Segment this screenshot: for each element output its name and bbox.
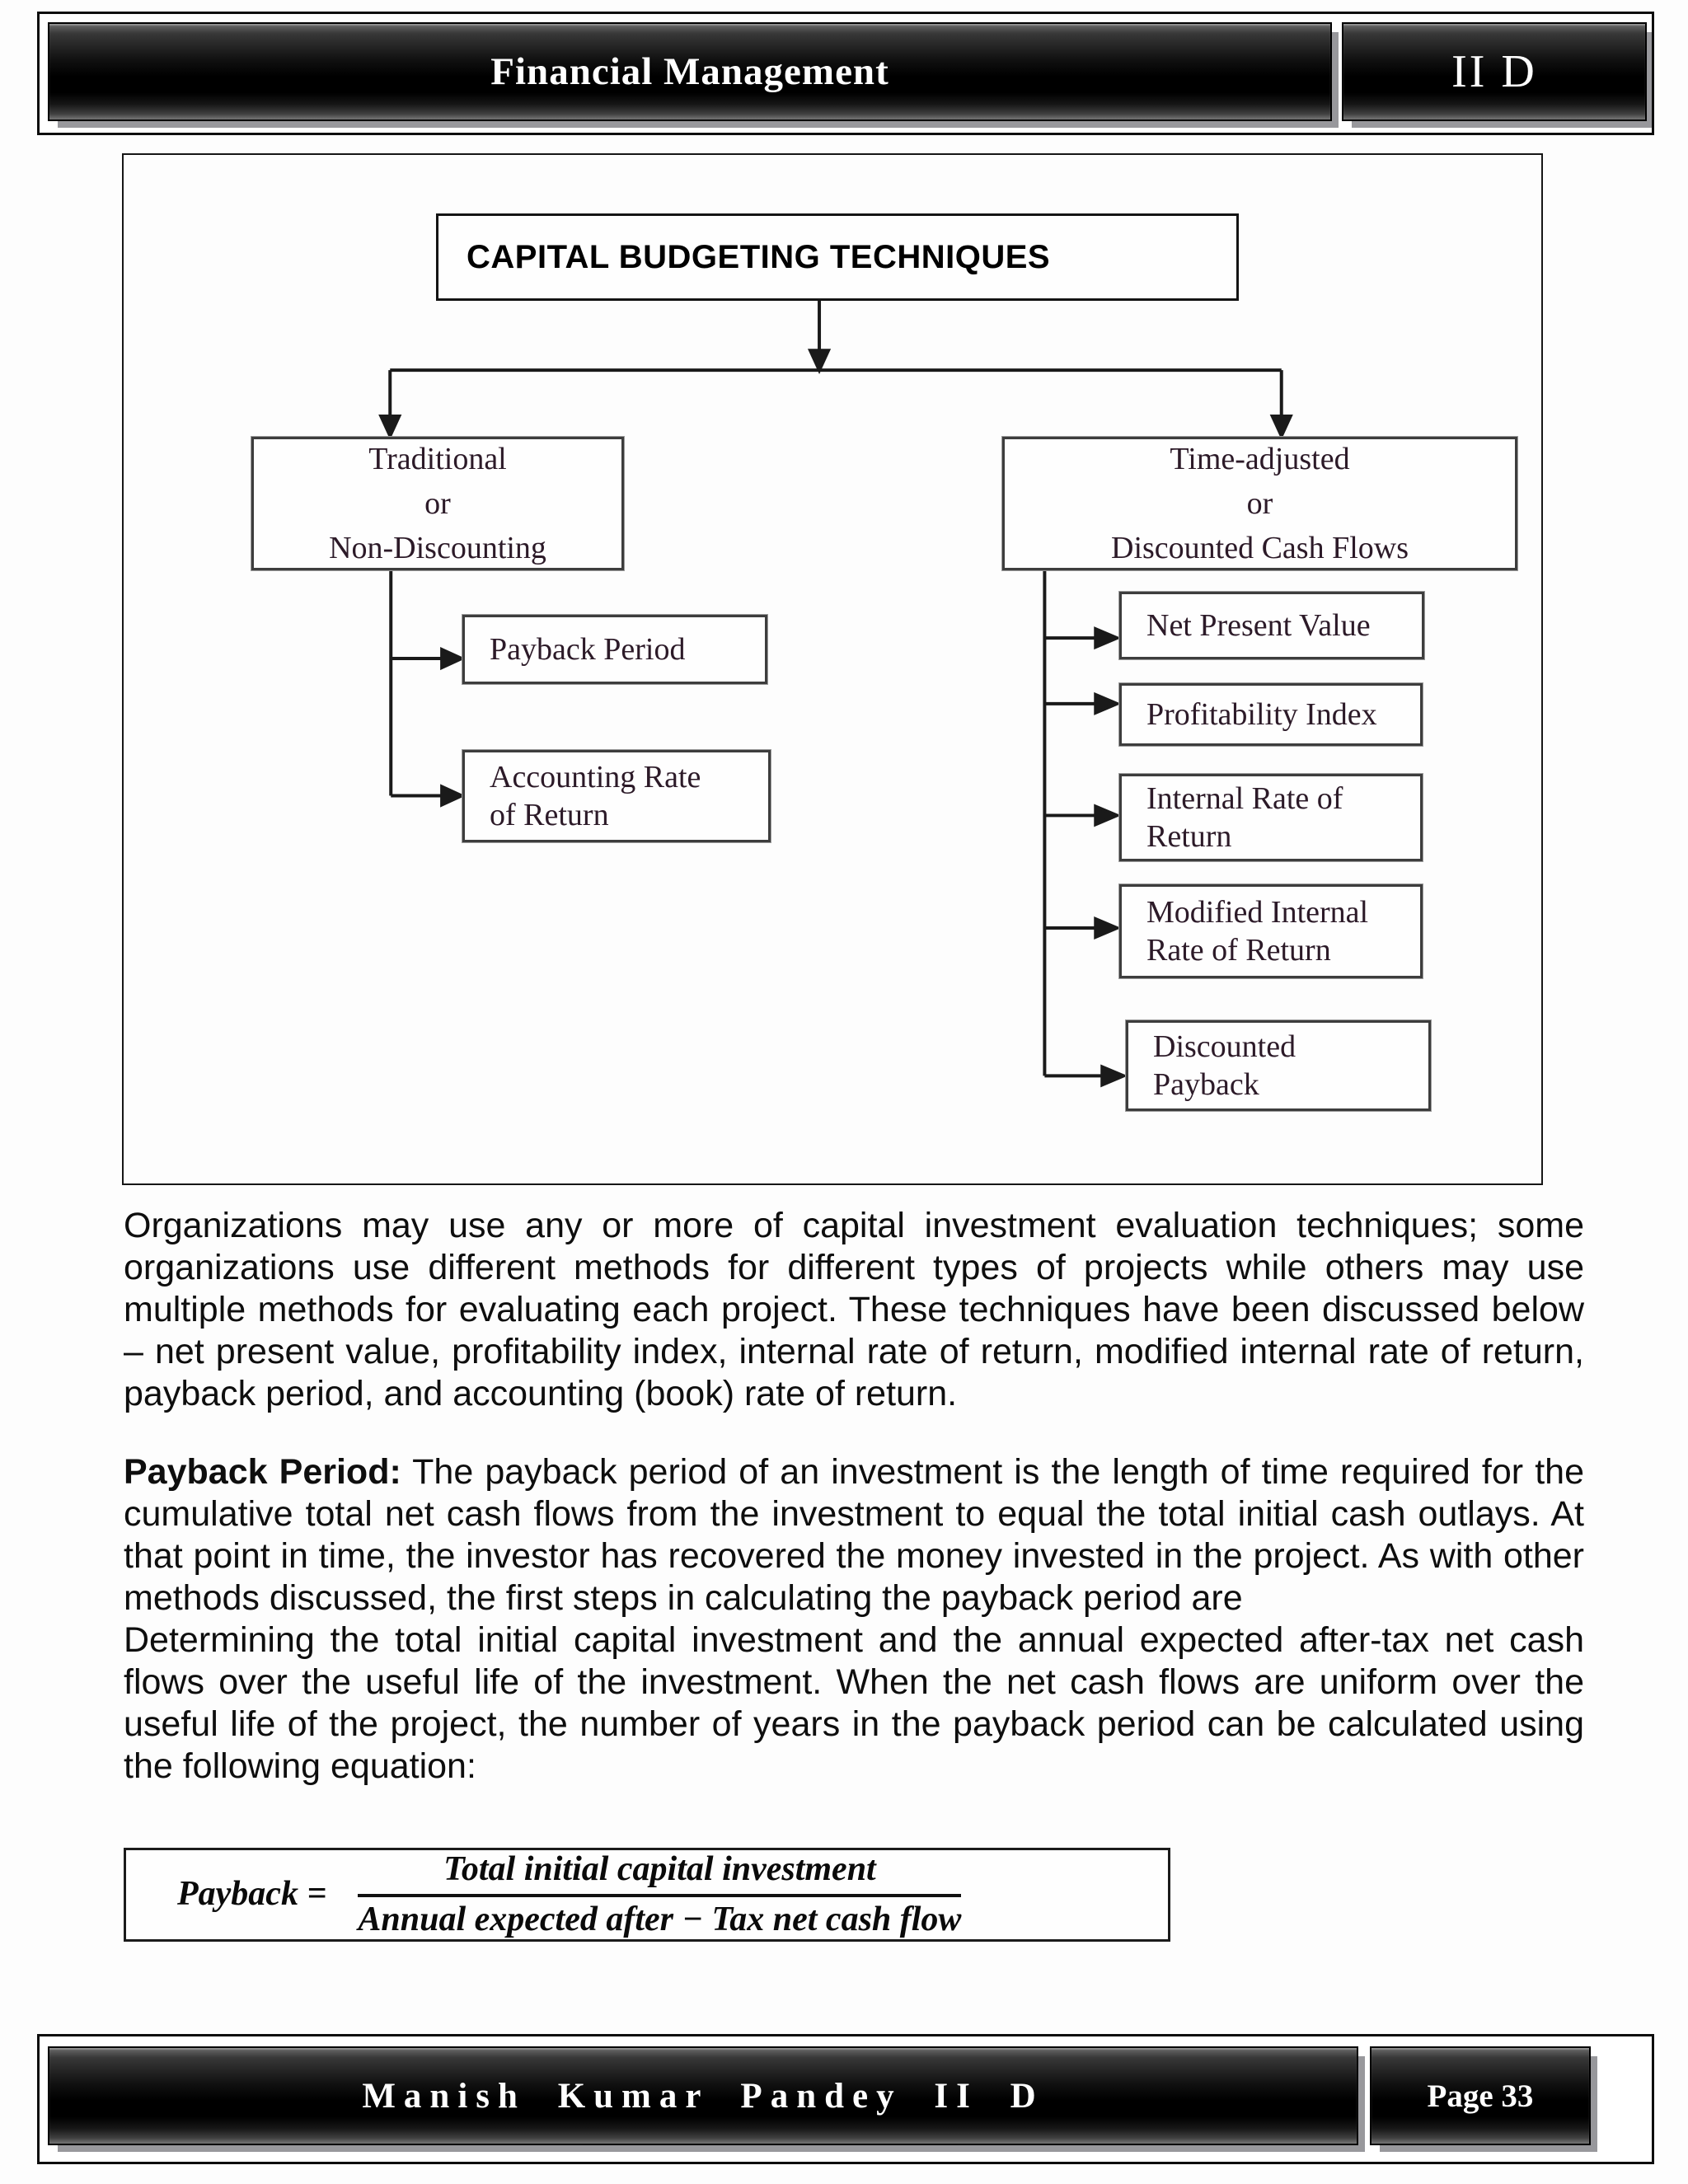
capital-budgeting-diagram: CAPITAL BUDGETING TECHNIQUES Traditional… [122,153,1543,1185]
equation-denominator: Annual expected after − Tax net cash flo… [358,1900,962,1938]
node-payback-period: Payback Period [462,614,768,685]
diagram-title-box: CAPITAL BUDGETING TECHNIQUES [436,213,1239,301]
node-discounted-payback: Discounted Payback [1125,1019,1432,1112]
node-profitability-index: Profitability Index [1118,682,1423,747]
arrowhead-payback [440,646,466,671]
diagram-title: CAPITAL BUDGETING TECHNIQUES [467,238,1051,275]
diagram-connectors [378,300,1293,1088]
header-title-bar: Financial Management [48,22,1332,121]
arrowhead-npv [1094,626,1122,650]
arrowhead-right-branch [1269,414,1293,440]
node-accounting-rate-of-return-label: Accounting Rate of Return [490,760,701,832]
node-discounted-payback-label: Discounted Payback [1153,1029,1296,1102]
arrowhead-mirr [1094,916,1122,940]
node-internal-rate-of-return: Internal Rate of Return [1118,773,1423,862]
footer-author-bar: Manish Kumar Pandey II D [48,2046,1358,2145]
branch-traditional: Traditional or Non-Discounting [251,436,625,571]
equation-fraction: Total initial capital investment Annual … [358,1850,962,1939]
payback-equation-box: Payback = Total initial capital investme… [124,1848,1170,1942]
node-profitability-index-label: Profitability Index [1146,697,1377,732]
equation-lhs: Payback = [177,1875,327,1914]
paragraph-determining: Determining the total initial capital in… [124,1620,1584,1786]
equation-numerator: Total initial capital investment [358,1850,962,1897]
header-section-badge: II D [1342,22,1647,121]
node-payback-period-label: Payback Period [490,632,686,667]
arrowhead-arr [440,784,466,808]
branch-time-adjusted: Time-adjusted or Discounted Cash Flows [1001,436,1518,571]
node-modified-internal-rate-of-return: Modified Internal Rate of Return [1118,883,1423,979]
body-text: Organizations may use any or more of cap… [124,1205,1584,1788]
page-title: Financial Management [490,50,889,93]
payback-period-text: The payback period of an investment is t… [124,1452,1584,1618]
footer-page-badge: Page 33 [1370,2046,1591,2145]
page-footer: Manish Kumar Pandey II D Page 33 [37,2034,1654,2164]
arrowhead-left-branch [378,414,402,440]
node-net-present-value: Net Present Value [1118,591,1425,660]
arrowhead-root [807,349,832,374]
node-internal-rate-of-return-label: Internal Rate of Return [1146,781,1343,854]
arrowhead-dp [1100,1064,1128,1088]
paragraph-payback-period: Payback Period: The payback period of an… [124,1451,1584,1619]
payback-period-lead: Payback Period: [124,1452,401,1492]
node-modified-internal-rate-of-return-label: Modified Internal Rate of Return [1146,895,1369,968]
section-badge-text: II D [1451,46,1537,97]
arrowhead-pi [1094,691,1122,715]
connector-lines [378,300,1293,1088]
node-accounting-rate-of-return: Accounting Rate of Return [462,749,771,843]
branch-time-adjusted-label: Time-adjusted or Discounted Cash Flows [1111,442,1409,565]
branch-traditional-label: Traditional or Non-Discounting [329,442,546,565]
arrowhead-irr [1094,804,1122,827]
footer-author: Manish Kumar Pandey II D [362,2076,1044,2116]
paragraph-intro: Organizations may use any or more of cap… [124,1206,1584,1413]
footer-page-number: Page 33 [1427,2078,1534,2114]
page-header: Financial Management II D [37,12,1654,135]
node-net-present-value-label: Net Present Value [1146,608,1371,643]
